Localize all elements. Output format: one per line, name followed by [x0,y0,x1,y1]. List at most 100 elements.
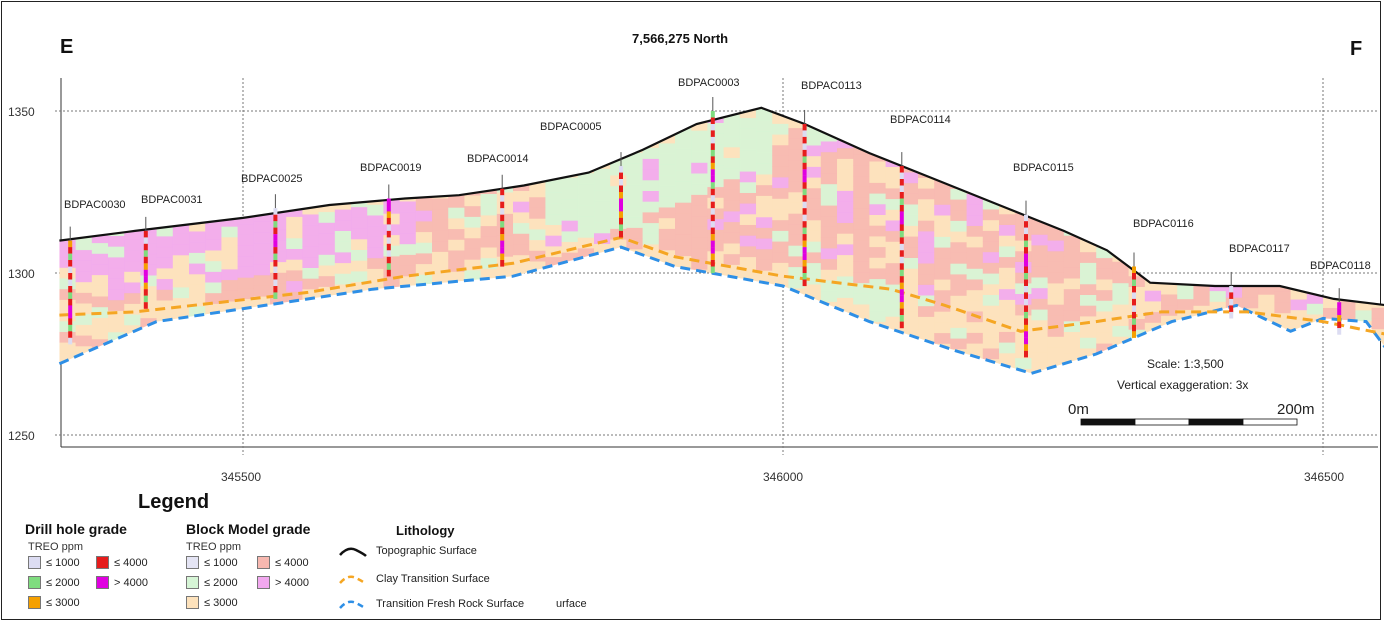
block-cell [707,144,724,155]
drill-hole-segment [500,253,505,261]
block-cell [901,236,919,248]
block-cell [351,239,368,250]
block-cell [1306,292,1324,304]
block-cell [383,192,400,203]
block-cell [1047,261,1065,273]
drill-hole-segment [143,295,148,303]
y-tick-label: 1250 [8,429,35,443]
block-cell [75,346,93,357]
drill-hole-segment [802,240,807,248]
block-cell [172,276,190,288]
block-cell [108,235,125,247]
block-cell [869,257,886,269]
block-cell [577,183,595,195]
block-cell [480,225,498,237]
scale-bar-segment [1080,418,1136,426]
block-cell [1080,348,1097,360]
block-cell [837,233,854,245]
block-cell [464,248,481,260]
block-cell [950,327,967,339]
block-cell [1096,343,1113,355]
block-cell [237,298,255,310]
drill-hole-trace [1229,271,1234,319]
drill-holes [68,97,1342,358]
block-cell [334,284,352,296]
block-cell [189,274,206,285]
block-cell [658,153,676,165]
block-cell [999,331,1016,343]
block-cell [739,182,757,193]
drill-hole-segment [273,253,278,261]
block-cell [448,228,465,240]
block-cell [610,239,627,251]
block-cell [1274,312,1291,324]
block-cell [982,337,1000,349]
block-cell [756,184,773,196]
block-cell [885,241,903,253]
block-cell [75,292,93,304]
block-cell [966,215,984,226]
block-cell [772,134,789,146]
legend-label: ≤ 4000 [275,556,309,569]
block-cell [950,263,967,275]
drill-hole-segment [386,217,391,225]
drill-hole-segment [143,263,148,270]
block-cell [918,316,935,328]
block-cell [1096,279,1113,291]
block-cell [496,213,514,225]
legend-item: ≤ 3000 [186,596,238,609]
drill-hole-segment [143,230,148,238]
block-cell [950,220,967,232]
block-cell [480,257,498,269]
drill-hole-segment [802,253,807,261]
drill-hole-segment [899,179,904,186]
block-cell [513,233,530,245]
block-cell [156,278,174,290]
drill-hole-label: BDPAC0114 [890,114,951,126]
block-cell [820,162,838,174]
block-cell [642,233,660,245]
block-cell [1063,353,1081,364]
scale-bar-end-label: 200m [1277,401,1315,418]
legend-item-topographic-surface: Topographic Surface [338,544,477,558]
block-cell [820,280,838,292]
block-cell [318,211,336,223]
block-cell [75,249,93,261]
block-cell [432,198,449,210]
scale-bar-segment [1188,418,1244,426]
block-cell [966,289,984,301]
drill-hole-segment [802,273,807,280]
block-cell [237,245,255,257]
block-cell [756,152,773,164]
block-cell [1306,314,1324,326]
drill-hole-segment [500,195,505,202]
block-cell [820,216,838,227]
block-cell [286,291,303,303]
block-cell [869,161,886,173]
drill-hole-segment [710,195,715,202]
block-cell [399,254,417,266]
block-cell [124,250,141,262]
block-cell [383,245,400,257]
block-cell [982,262,1000,274]
block-cell [1128,308,1146,319]
block-cell [999,267,1016,279]
block-cell [756,249,773,260]
drill-hole-segment [1229,311,1234,319]
block-cell [772,198,789,210]
block-cell [1015,240,1032,252]
block-cell [415,210,433,222]
block-cell [788,159,805,171]
block-cell [448,239,465,251]
block-cell [788,234,805,246]
block-cell [205,271,222,283]
block-cell [221,215,238,227]
block-cell [529,207,546,219]
block-cell [1080,273,1097,285]
block-cell [415,221,433,233]
block-cell [1015,347,1032,359]
block-cell [172,255,190,266]
drill-hole-label: BDPAC0116 [1133,218,1194,230]
block-cell [108,257,125,269]
block-cell [837,158,854,170]
